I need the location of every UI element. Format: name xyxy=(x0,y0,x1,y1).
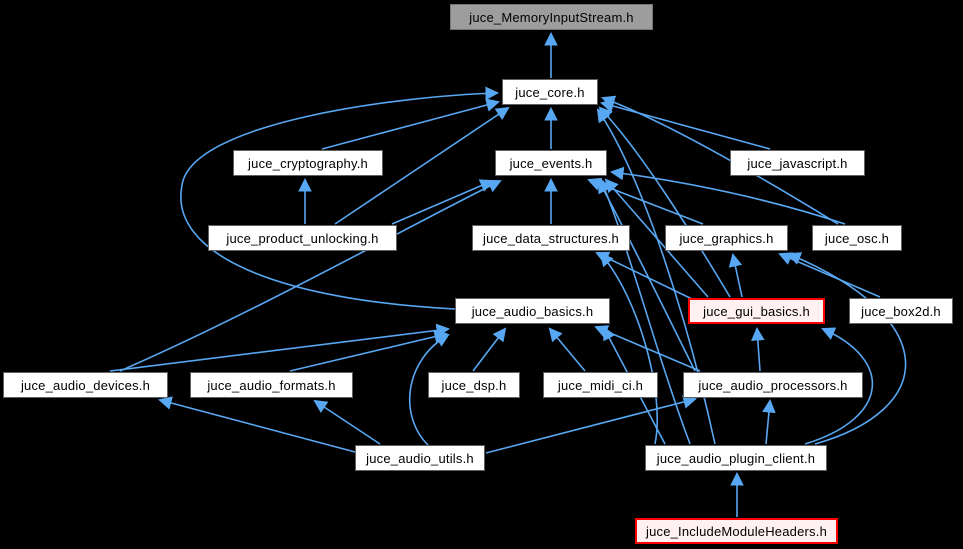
node-audio_processors[interactable]: juce_audio_processors.h xyxy=(683,372,863,398)
edge-audio_plugin_client-to-data_structures xyxy=(599,252,658,445)
node-core[interactable]: juce_core.h xyxy=(502,79,598,105)
node-box2d[interactable]: juce_box2d.h xyxy=(849,298,953,324)
edge-box2d-to-graphics xyxy=(778,252,881,298)
edge-audio_plugin_client-to-events xyxy=(599,178,691,445)
edge-osc-to-core xyxy=(601,95,839,225)
edge-product_unlocking-to-events xyxy=(391,179,494,225)
edge-audio_plugin_client-to-audio_processors xyxy=(762,398,776,445)
node-osc[interactable]: juce_osc.h xyxy=(812,225,902,251)
edge-audio_plugin_client-to-graphics xyxy=(787,252,907,445)
edge-audio_utils-to-audio_basics xyxy=(408,333,450,446)
node-cryptography[interactable]: juce_cryptography.h xyxy=(233,150,383,176)
edge-osc-to-events xyxy=(609,166,846,225)
edge-audio_formats-to-audio_basics xyxy=(289,330,448,372)
edge-gui_basics-to-data_structures xyxy=(595,251,693,300)
edge-javascript-to-core xyxy=(600,99,771,150)
edge-cryptography-to-core xyxy=(321,98,500,150)
edge-audio_utils-to-audio_devices xyxy=(158,396,356,453)
edge-audio_processors-to-gui_basics xyxy=(751,326,765,372)
edge-gui_basics-to-graphics xyxy=(728,253,743,298)
node-audio_plugin_client[interactable]: juce_audio_plugin_client.h xyxy=(645,445,827,471)
node-javascript[interactable]: juce_javascript.h xyxy=(730,150,865,176)
edge-midi_ci-to-audio_basics xyxy=(548,327,586,372)
edge-audio_basics-to-core xyxy=(180,86,500,310)
edge-audio_devices-to-events xyxy=(119,179,502,372)
edge-graphics-to-events xyxy=(587,177,704,225)
node-dsp[interactable]: juce_dsp.h xyxy=(428,372,520,398)
node-audio_utils[interactable]: juce_audio_utils.h xyxy=(355,445,485,471)
node-memoryinputstream[interactable]: juce_MemoryInputStream.h xyxy=(450,4,653,30)
node-includemoduleheaders[interactable]: juce_IncludeModuleHeaders.h xyxy=(635,518,838,544)
edge-dsp-to-audio_basics xyxy=(472,327,507,372)
edge-gui_basics-to-core xyxy=(598,106,731,298)
edge-audio_utils-to-audio_formats xyxy=(313,399,381,445)
node-product_unlocking[interactable]: juce_product_unlocking.h xyxy=(208,225,397,251)
edge-audio_utils-to-audio_processors xyxy=(485,395,697,454)
edge-audio_devices-to-audio_basics xyxy=(109,323,451,372)
node-audio_formats[interactable]: juce_audio_formats.h xyxy=(190,372,353,398)
edge-product_unlocking-to-core xyxy=(334,106,510,225)
node-gui_basics[interactable]: juce_gui_basics.h xyxy=(688,298,825,324)
node-graphics[interactable]: juce_graphics.h xyxy=(665,225,788,251)
node-audio_basics[interactable]: juce_audio_basics.h xyxy=(455,298,610,324)
edge-audio_plugin_client-to-gui_basics xyxy=(804,327,874,445)
node-events[interactable]: juce_events.h xyxy=(495,150,607,176)
node-data_structures[interactable]: juce_data_structures.h xyxy=(472,225,630,251)
node-audio_devices[interactable]: juce_audio_devices.h xyxy=(3,372,168,398)
node-midi_ci[interactable]: juce_midi_ci.h xyxy=(543,372,658,398)
